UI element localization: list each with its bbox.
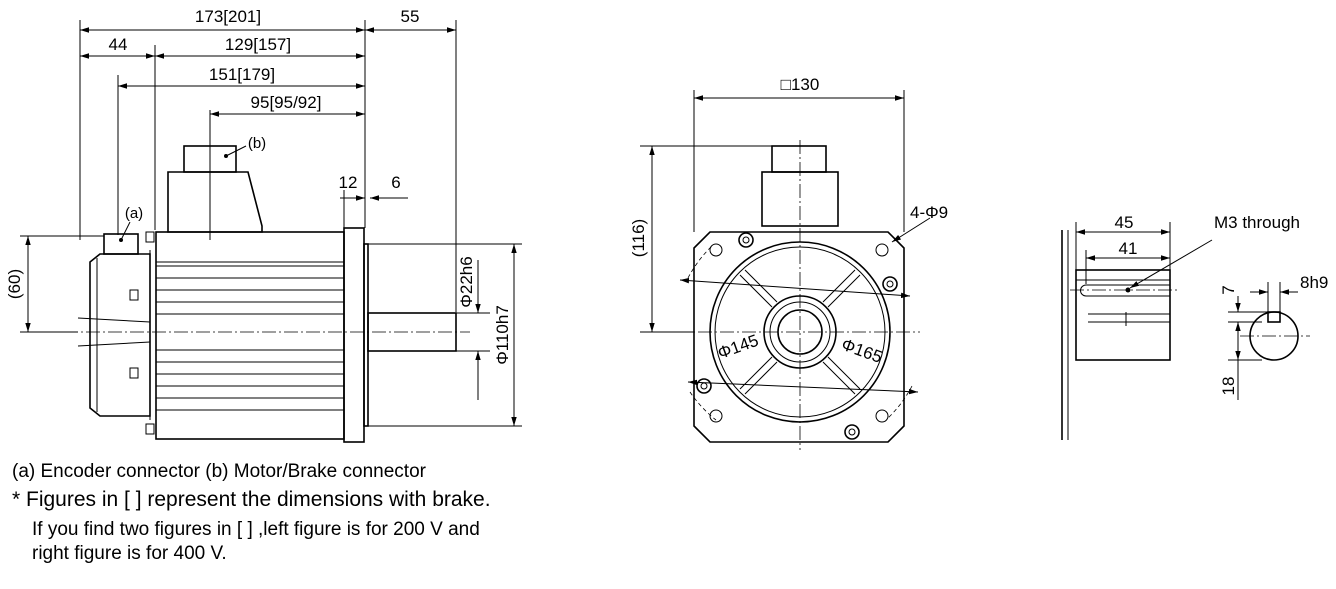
flange-square-outline (693, 231, 905, 443)
motor-body-outline (129, 231, 345, 440)
dim-shaft-41: 41 (1119, 239, 1138, 258)
dim-shaft-diameter: Φ22h6 (457, 256, 476, 307)
front-view: □130 (116) 4-Φ9 Φ145 Φ165 (629, 75, 948, 450)
motor-connector-outline (167, 110, 263, 240)
dim-pilot-diameter: Φ110h7 (493, 305, 512, 365)
dim-motor-connector-offset: 95[95/92] (251, 93, 322, 112)
dim-overall-length: 173[201] (195, 7, 261, 26)
label-m3-through: M3 through (1214, 213, 1300, 232)
note-voltage-2: right figure is for 400 V. (32, 543, 227, 564)
note-brake: * Figures in [ ] represent the dimension… (12, 488, 491, 511)
side-view: 173[201] 55 44 129[157] 151[179] 95[95/9… (5, 7, 522, 443)
note-connectors: (a) Encoder connector (b) Motor/Brake co… (12, 461, 426, 482)
dim-body-length: 129[157] (225, 35, 291, 54)
motor-dimension-drawing: 173[201] 55 44 129[157] 151[179] 95[95/9… (5, 7, 1328, 450)
dim-front-height: (116) (629, 219, 648, 257)
dim-mounting-holes: 4-Φ9 (910, 203, 948, 222)
encoder-connector-outline (100, 233, 145, 255)
shaft-detail-view: 45 41 M3 through 8h9 7 18 (1061, 213, 1328, 440)
encoder-cover-outline (77, 250, 151, 420)
dim-shaft-45: 45 (1115, 213, 1134, 232)
dim-encoder-height: (60) (5, 269, 24, 299)
dim-key-depth: 7 (1219, 285, 1238, 294)
dim-shaft-length: 55 (401, 7, 420, 26)
label-encoder-connector: (a) (125, 205, 143, 222)
dim-pcd-outer: Φ165 (839, 335, 885, 367)
dim-shaft-offset: 6 (391, 173, 400, 192)
front-connector-outline (761, 145, 839, 227)
dim-flange-thickness: 12 (339, 173, 358, 192)
dim-rear-length: 44 (109, 35, 128, 54)
dim-pcd-inner: Φ145 (715, 331, 761, 363)
dim-key-width: 8h9 (1300, 273, 1328, 292)
flange-outline (343, 227, 369, 443)
dim-encoder-to-flange: 151[179] (209, 65, 275, 84)
dim-flange-square: □130 (781, 75, 820, 94)
shaft-outline (367, 312, 457, 352)
mounting-holes (696, 232, 898, 440)
dim-key-height: 18 (1219, 377, 1238, 396)
note-voltage-1: If you find two figures in [ ] ,left fig… (32, 519, 480, 540)
notes-block: (a) Encoder connector (b) Motor/Brake co… (12, 460, 612, 566)
label-motor-connector: (b) (248, 135, 266, 152)
